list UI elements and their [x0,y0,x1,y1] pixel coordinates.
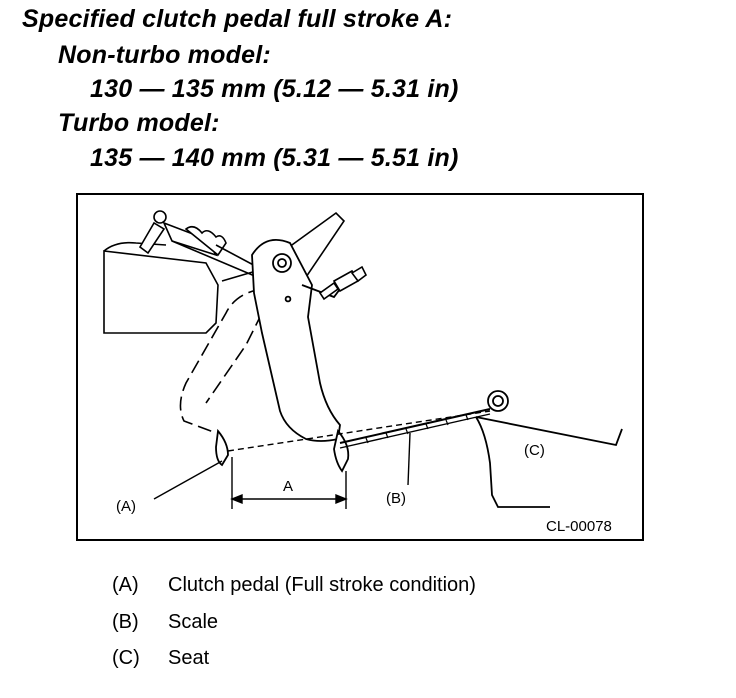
stopper-bolt [318,265,368,301]
nonturbo-value: 130 — 135 mm (5.12 — 5.31 in) [90,75,459,103]
leader-a [153,460,223,500]
legend-item-a: (A) Clutch pedal (Full stroke condition) [112,574,476,597]
nonturbo-label: Non-turbo model: [58,41,271,69]
legend-code: (B) [112,611,139,633]
legend-text: Seat [168,647,210,669]
pedal-full-stroke-outline [179,288,263,434]
dimension-a [230,457,348,509]
scale [339,408,491,449]
clutch-pedal-arm [251,239,341,442]
seat [475,390,623,508]
legend-item-b: (B) Scale [112,611,218,634]
clutch-pedal-diagram: A (A) (B) (C) CL-00078 [76,193,644,541]
label-c: (C) [524,442,545,459]
label-b: (B) [386,490,406,507]
figure-code: CL-00078 [546,518,612,535]
turbo-label: Turbo model: [58,109,220,137]
stroke-reference-line [227,410,491,452]
turbo-value: 135 — 140 mm (5.31 — 5.51 in) [90,144,459,172]
leader-b [407,432,411,486]
figure-frame [76,193,644,541]
spec-title: Specified clutch pedal full stroke A: [22,5,453,33]
legend-text: Clutch pedal (Full stroke condition) [168,574,476,596]
legend-item-c: (C) Seat [112,647,209,670]
legend-text: Scale [168,611,219,633]
legend-code: (C) [112,647,140,669]
label-a: (A) [116,498,136,515]
dimension-a-label: A [283,478,293,495]
legend-code: (A) [112,574,139,596]
